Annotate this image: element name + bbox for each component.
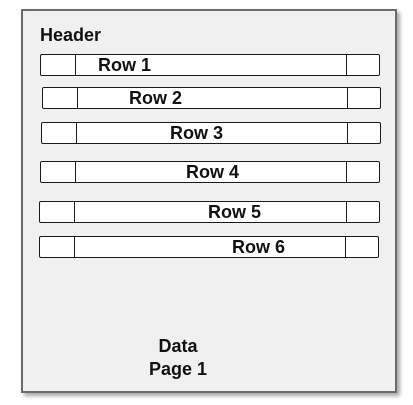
row-right-cell xyxy=(346,201,347,223)
row-right-cell xyxy=(346,54,347,76)
row-left-cell xyxy=(75,161,76,183)
footer-line-data: Data xyxy=(158,336,198,356)
table-row[interactable]: Row 3 xyxy=(41,122,381,144)
row-left-cell xyxy=(74,201,75,223)
data-page-frame: Header Row 1 Row 2 Row 3 Row 4 Row 5 Row… xyxy=(21,9,397,393)
row-left-cell xyxy=(75,54,76,76)
table-row[interactable]: Row 4 xyxy=(40,161,380,183)
row-label: Row 1 xyxy=(98,54,152,75)
table-row[interactable]: Row 2 xyxy=(42,87,381,109)
row-label: Row 6 xyxy=(232,236,286,257)
header-label: Header xyxy=(40,25,102,45)
table-row[interactable]: Row 1 xyxy=(40,54,380,76)
page-footer: Data Page 1 xyxy=(23,335,333,381)
footer-line-page: Page 1 xyxy=(148,359,208,379)
row-label: Row 4 xyxy=(186,161,240,182)
row-left-cell xyxy=(74,236,75,258)
row-label: Row 2 xyxy=(129,87,183,108)
row-right-cell xyxy=(345,236,346,258)
row-label: Row 5 xyxy=(208,201,262,222)
row-right-cell xyxy=(347,87,348,109)
row-label: Row 3 xyxy=(170,122,224,143)
row-left-cell xyxy=(76,122,77,144)
row-right-cell xyxy=(346,161,347,183)
table-row[interactable]: Row 6 xyxy=(39,236,379,258)
row-left-cell xyxy=(77,87,78,109)
table-row[interactable]: Row 5 xyxy=(39,201,380,223)
row-right-cell xyxy=(347,122,348,144)
